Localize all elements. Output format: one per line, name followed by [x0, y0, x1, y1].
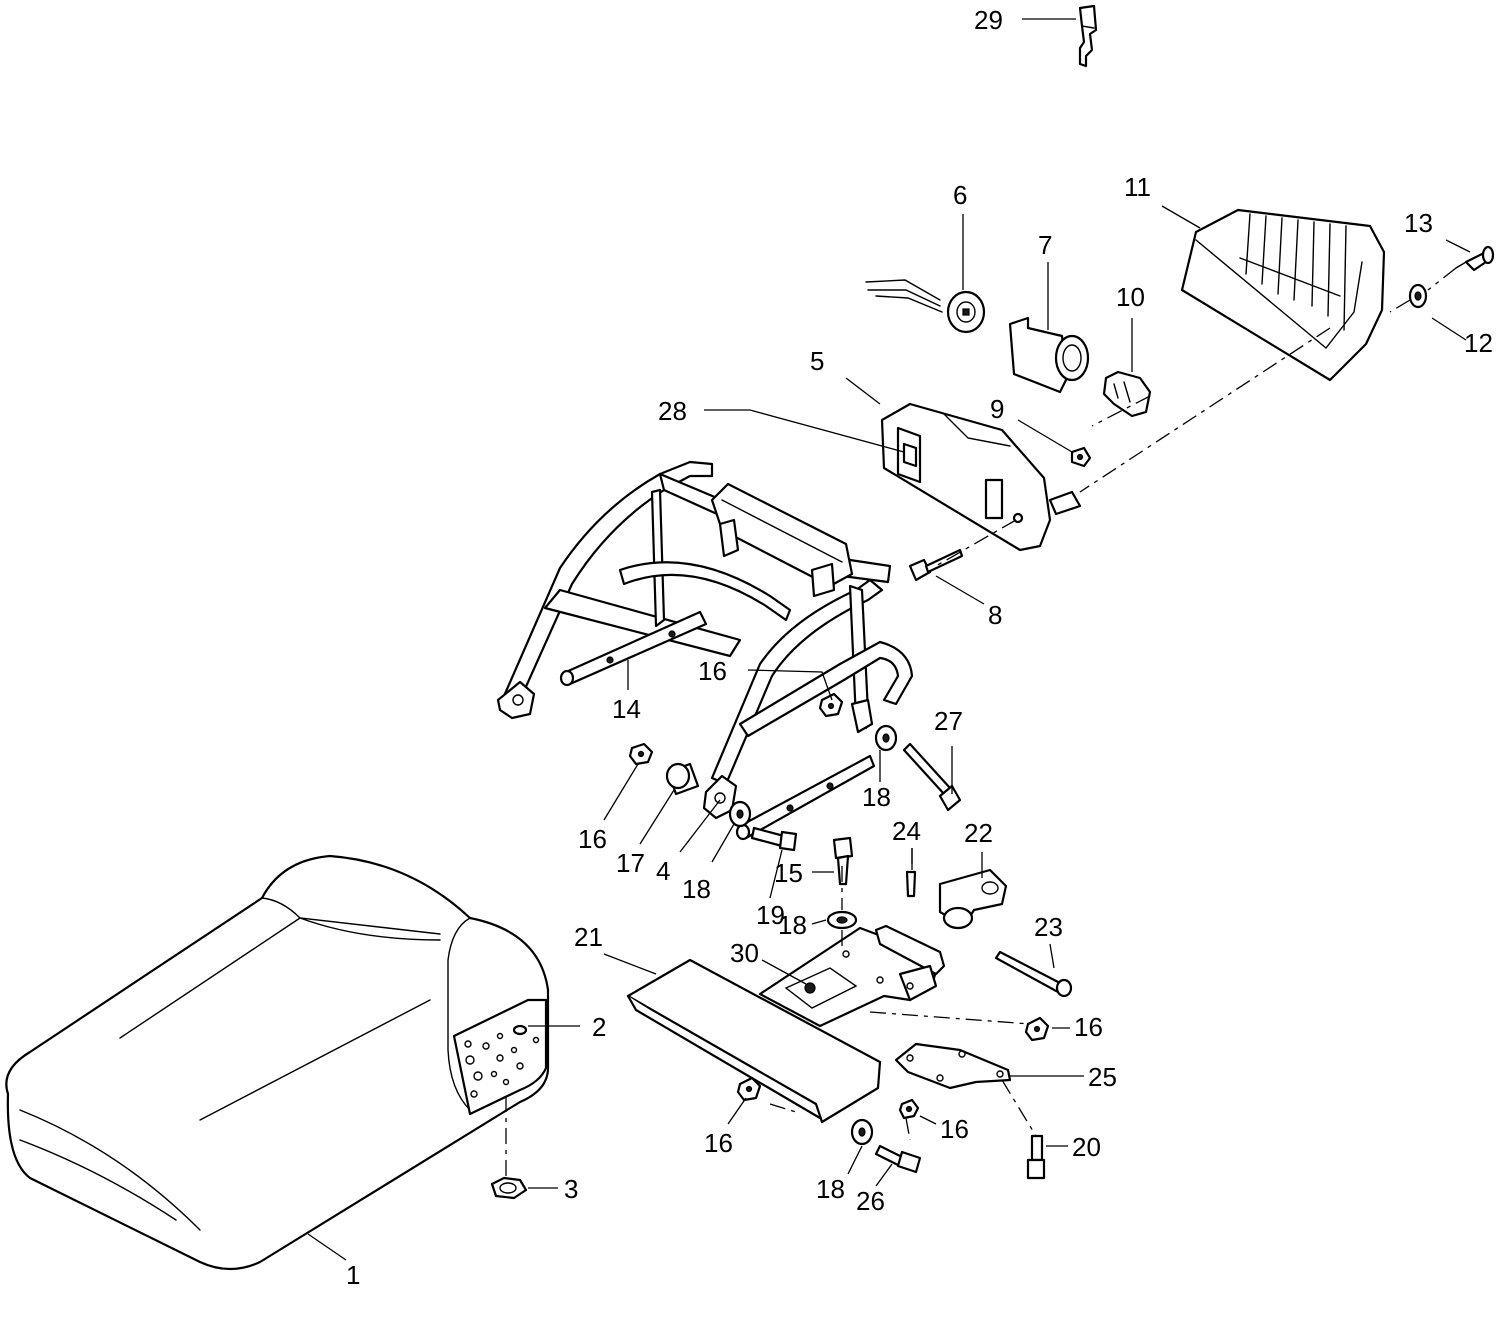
part-26-bolt [874, 1144, 922, 1174]
part-27-bolt [902, 742, 962, 812]
callout-6: 6 [953, 180, 967, 210]
callout-18-b: 18 [682, 874, 711, 904]
part-18-washer-b [728, 800, 752, 828]
part-5-light-housing [880, 402, 1082, 552]
part-11-tail-lens [1180, 208, 1386, 382]
part-22-tab [938, 868, 1008, 930]
callout-10: 10 [1116, 282, 1145, 312]
alignment-lines [505, 267, 1457, 1176]
part-18-washer-d [850, 1118, 874, 1146]
callout-2: 2 [592, 1012, 606, 1042]
part-3-grommet [490, 1176, 528, 1200]
callout-labels: 29 6 7 11 13 10 12 5 28 9 8 14 16 27 18 … [346, 5, 1493, 1290]
callout-29: 29 [974, 5, 1003, 35]
callout-16-c: 16 [1074, 1012, 1103, 1042]
callout-18-a: 18 [862, 782, 891, 812]
callout-21: 21 [574, 922, 603, 952]
leader-lines [307, 18, 1471, 1261]
part-1-seat [5, 854, 550, 1271]
part-7-socket-bracket [1008, 316, 1090, 394]
callout-9: 9 [990, 394, 1004, 424]
callout-4: 4 [656, 856, 670, 886]
callout-23: 23 [1034, 912, 1063, 942]
part-18-washer-c [826, 910, 858, 930]
rack-mount-block [710, 482, 854, 598]
callout-3: 3 [564, 1174, 578, 1204]
callout-26: 26 [856, 1186, 885, 1216]
callout-1: 1 [346, 1260, 360, 1290]
part-19-bolt [750, 826, 798, 852]
callout-16-b: 16 [578, 824, 607, 854]
callout-11: 11 [1124, 172, 1151, 202]
part-16-nut-e [736, 1076, 762, 1102]
callout-17: 17 [616, 848, 645, 878]
callout-16-e: 16 [704, 1128, 733, 1158]
callout-22: 22 [964, 818, 993, 848]
part-23-long-pin [994, 950, 1073, 998]
part-28-switch-block [896, 426, 922, 484]
part-12-washer [1408, 283, 1428, 309]
part-9-nut [1070, 446, 1092, 468]
part-6-bulb-socket [865, 279, 986, 334]
part-10-bulb [1102, 370, 1152, 418]
part-16-nut-d [898, 1098, 920, 1120]
callout-28: 28 [658, 396, 687, 426]
callout-16-a: 16 [698, 656, 727, 686]
callout-5: 5 [810, 346, 824, 376]
callout-18-c: 18 [778, 910, 807, 940]
callout-18-d: 18 [816, 1174, 845, 1204]
lens-ribbing [1245, 213, 1347, 331]
part-21-mounting-plate [626, 924, 946, 1124]
part-13-screw [1455, 245, 1495, 272]
part-16-nut-b [628, 742, 654, 766]
callout-14: 14 [612, 694, 641, 724]
callout-16-d: 16 [940, 1114, 969, 1144]
callout-7: 7 [1038, 230, 1052, 260]
part-8-bolt [908, 548, 964, 582]
callout-30: 30 [730, 938, 759, 968]
part-25-bracket [894, 1042, 1012, 1090]
callout-27: 27 [934, 706, 963, 736]
callout-12: 12 [1464, 328, 1493, 358]
callout-20: 20 [1072, 1132, 1101, 1162]
part-24-pin [905, 870, 917, 898]
part-16-nut-c [1024, 1016, 1050, 1042]
part-14-rack-frame [496, 460, 914, 841]
part-20-bolt [1026, 1134, 1046, 1180]
callout-15: 15 [774, 858, 803, 888]
callout-25: 25 [1088, 1062, 1117, 1092]
callout-19: 19 [756, 900, 785, 930]
part-15-bolt [832, 836, 854, 886]
callout-24: 24 [892, 816, 921, 846]
part-16-nut-a [818, 692, 844, 718]
part-18-washer-a [874, 724, 898, 752]
callout-8: 8 [988, 600, 1002, 630]
part-29-terminal-clip [1078, 4, 1098, 68]
callout-13: 13 [1404, 208, 1433, 238]
part-17-spacer [665, 762, 700, 796]
